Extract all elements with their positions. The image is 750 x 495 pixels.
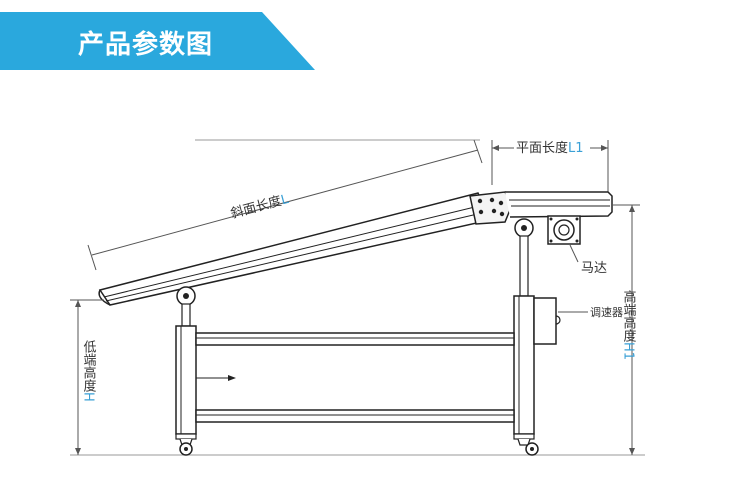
joint-plate — [469, 191, 513, 225]
banner-shape — [0, 12, 315, 70]
flat-belt — [505, 191, 613, 218]
flat-length-label: 平面长度L1 — [516, 140, 584, 156]
page-title: 产品参数图 — [78, 30, 214, 60]
flat-length-dimension — [491, 140, 609, 195]
speed-controller — [533, 297, 588, 345]
high-height-dimension — [612, 204, 640, 455]
lower-crossbar — [195, 409, 515, 423]
right-leg — [513, 235, 535, 435]
left-caster — [175, 433, 197, 456]
left-pivot — [176, 286, 196, 306]
motor-label: 马达 — [581, 261, 607, 276]
left-leg — [175, 303, 197, 435]
slope-belt — [98, 192, 492, 306]
pointer-arrow — [196, 375, 236, 381]
speed-controller-label: 调速器 — [590, 306, 623, 319]
low-height-dimension — [70, 299, 104, 455]
right-pivot — [514, 218, 534, 238]
motor — [547, 215, 581, 263]
right-caster — [513, 433, 539, 456]
slope-length-dimension — [87, 139, 483, 271]
header-banner: 产品参数图 — [0, 12, 315, 70]
upper-crossbar — [195, 332, 515, 346]
slope-length-label: 斜面长度L — [229, 191, 291, 222]
